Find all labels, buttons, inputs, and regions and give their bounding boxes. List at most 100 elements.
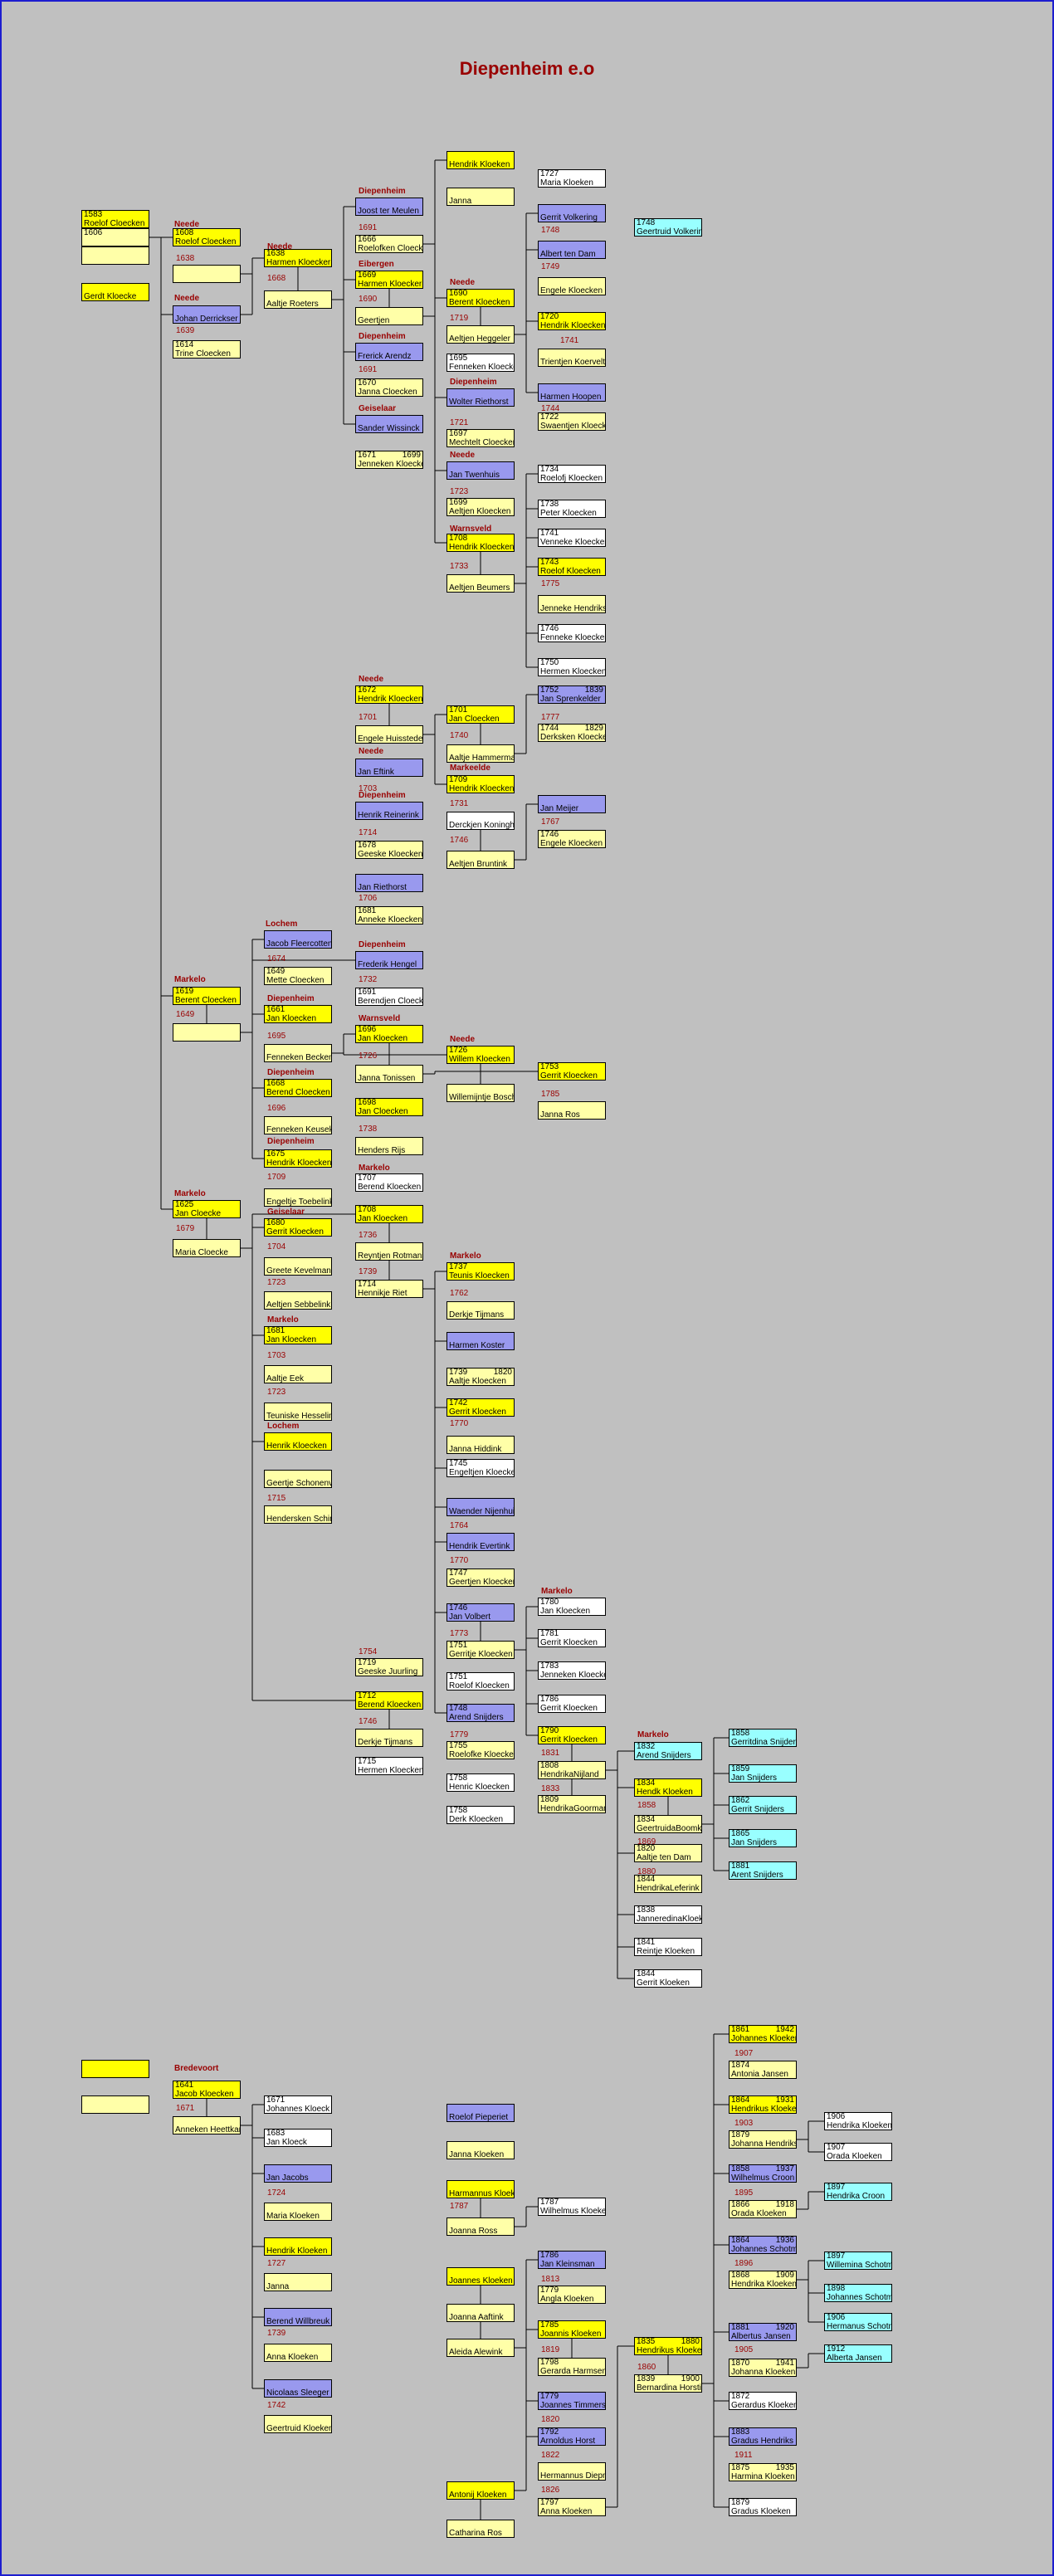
person-box[interactable]: Jenneke Hendriks [538, 595, 606, 613]
person-box[interactable]: Hendrik Evertink [446, 1533, 515, 1551]
person-box[interactable]: Jan Meijer [538, 795, 606, 813]
person-box[interactable]: Gerdt Kloecke [81, 283, 149, 301]
person-box[interactable]: Frederik Hengel [355, 951, 423, 969]
person-box[interactable]: Aaltje Eek [264, 1365, 332, 1383]
person-box[interactable]: Janna Hiddink [446, 1436, 515, 1454]
person-box[interactable]: Janna [264, 2273, 332, 2291]
person-box[interactable]: Aleida Alewink [446, 2339, 515, 2357]
person-box[interactable]: 1834GeertruidaBoomkamp [634, 1815, 702, 1833]
person-box[interactable]: Aeltjen Bruntink [446, 851, 515, 869]
person-box[interactable]: Engele Huisstede [355, 725, 423, 744]
person-box[interactable]: Jan Riethorst [355, 874, 423, 892]
person-box[interactable]: Maria Kloeken [264, 2203, 332, 2221]
person-box[interactable]: Jan Jacobs [264, 2164, 332, 2183]
person-box[interactable]: Nicolaas Sleeger [264, 2379, 332, 2398]
person-box[interactable]: Joanna Ross [446, 2217, 515, 2236]
person-box[interactable]: Jacob Fleercotten [264, 930, 332, 949]
person-box[interactable]: Catharina Ros [446, 2520, 515, 2538]
person-box[interactable] [81, 246, 149, 265]
person-box[interactable]: Greete Kevelmans [264, 1257, 332, 1276]
person-box[interactable]: Anneken Heettkamp [173, 2116, 241, 2134]
person-box[interactable]: Reyntjen Rotmans [355, 1242, 423, 1261]
person-box[interactable]: Anna Kloeken [264, 2344, 332, 2362]
person-box[interactable]: Derkje Tijmans [355, 1729, 423, 1747]
person-box[interactable]: Willemijntje Bosch [446, 1084, 515, 1102]
person-box[interactable]: Joost ter Meulen [355, 198, 423, 216]
person-box[interactable]: Sander Wissinck [355, 415, 423, 433]
person-box[interactable]: Jan Eftink [355, 759, 423, 777]
person-box[interactable]: 1606 [81, 228, 149, 246]
person-box[interactable]: Harmen Hoopen [538, 383, 606, 402]
person-box[interactable]: Wolter Riethorst [446, 388, 515, 407]
person-box[interactable]: Harmen Koster [446, 1332, 515, 1350]
person-box[interactable]: Fenneken Beckenkamp [264, 1044, 332, 1062]
person-box[interactable] [173, 1023, 241, 1042]
person-box[interactable]: Trientjen Koervelt [538, 349, 606, 367]
person-box[interactable]: Janna [446, 188, 515, 206]
person-box[interactable]: Hendrik Kloeken [446, 151, 515, 169]
person-box[interactable]: Hendersken Schimmel [264, 1505, 332, 1524]
